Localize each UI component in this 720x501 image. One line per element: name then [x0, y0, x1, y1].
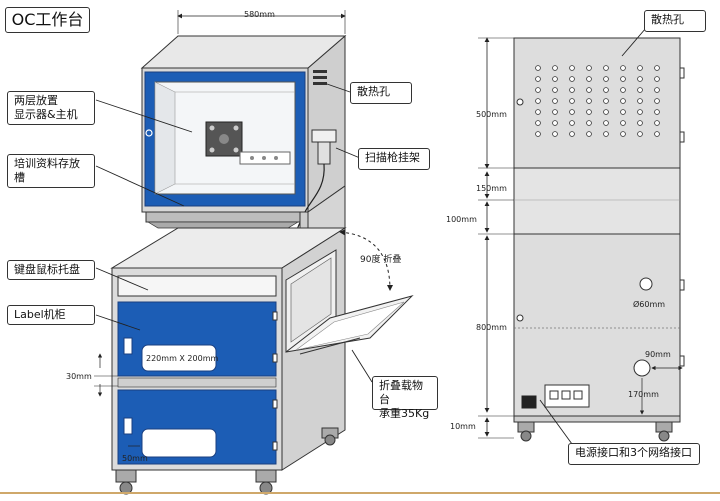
vent-hole [603, 65, 609, 71]
vent-hole [654, 131, 660, 137]
right-cabinet-front [478, 27, 685, 445]
dim-h-100: 100mm [446, 215, 477, 224]
vent-hole [535, 87, 541, 93]
vent-hole [552, 109, 558, 115]
vent-hole [586, 76, 592, 82]
vent-hole [569, 131, 575, 137]
dim-h-800: 800mm [476, 323, 507, 332]
callout-scanner-holder: 扫描枪挂架 [358, 148, 430, 170]
dim-drawer: 220mm X 200mm [146, 354, 219, 363]
vent-hole [637, 65, 643, 71]
vent-hole [620, 98, 626, 104]
callout-label-cabinet: Label机柜 [7, 305, 95, 325]
dim-hole-60: Ø60mm [633, 300, 666, 309]
vent-hole [586, 98, 592, 104]
page-title: OC工作台 [5, 7, 90, 33]
vent-hole [552, 65, 558, 71]
vent-hole [603, 76, 609, 82]
callout-power-ports: 电源接口和3个网络接口 [568, 443, 700, 465]
vent-hole [620, 76, 626, 82]
callout-vent-right: 散热孔 [644, 10, 706, 32]
dim-width: 580mm [244, 10, 275, 19]
vent-hole [586, 109, 592, 115]
vent-hole [654, 87, 660, 93]
vent-hole [620, 109, 626, 115]
vent-hole [637, 76, 643, 82]
dim-gap-50: 50mm [122, 454, 148, 463]
vent-hole [654, 120, 660, 126]
left-cabinet-3d [94, 10, 414, 495]
callout-folding-tray: 折叠载物台 承重35Kg [372, 376, 438, 420]
vent-hole [535, 131, 541, 137]
vent-hole [552, 131, 558, 137]
callout-two-layer: 两层放置 显示器&主机 [7, 91, 95, 125]
vent-hole [603, 131, 609, 137]
vent-hole [535, 76, 541, 82]
vent-hole [535, 120, 541, 126]
vent-hole [620, 131, 626, 137]
vent-hole [637, 131, 643, 137]
vent-hole [569, 109, 575, 115]
vent-hole [569, 87, 575, 93]
vent-hole [535, 98, 541, 104]
vent-hole [586, 65, 592, 71]
vent-hole [603, 120, 609, 126]
vent-hole [535, 109, 541, 115]
vent-hole [637, 87, 643, 93]
vent-hole [637, 98, 643, 104]
callout-vent: 散热孔 [350, 82, 412, 104]
vent-hole [654, 65, 660, 71]
vent-hole [569, 76, 575, 82]
vent-hole [654, 98, 660, 104]
vent-hole [620, 65, 626, 71]
vent-hole [603, 109, 609, 115]
vent-hole [586, 120, 592, 126]
dim-hole-90: 90mm [645, 350, 671, 359]
callout-keyboard-tray: 键盘鼠标托盘 [7, 260, 95, 280]
vent-hole [654, 109, 660, 115]
vent-hole [569, 120, 575, 126]
vent-hole [603, 98, 609, 104]
vent-hole [586, 87, 592, 93]
vent-hole [552, 120, 558, 126]
dim-h-10: 10mm [450, 422, 476, 431]
vent-hole [620, 87, 626, 93]
vent-hole [569, 65, 575, 71]
vent-hole [637, 109, 643, 115]
dim-fold: 90度 折叠 [360, 255, 402, 265]
vent-hole [535, 65, 541, 71]
vent-hole [552, 76, 558, 82]
vent-hole [586, 131, 592, 137]
vent-hole [552, 98, 558, 104]
dim-gap-30: 30mm [66, 372, 92, 381]
vent-hole [654, 76, 660, 82]
vent-holes [535, 65, 660, 137]
callout-training-slot: 培训资料存放 槽 [7, 154, 95, 188]
vent-hole [620, 120, 626, 126]
dim-hole-170: 170mm [628, 390, 659, 399]
vent-hole [569, 98, 575, 104]
vent-hole [603, 87, 609, 93]
vent-hole [552, 87, 558, 93]
dim-h-500: 500mm [476, 110, 507, 119]
vent-hole [637, 120, 643, 126]
dim-h-150: 150mm [476, 184, 507, 193]
